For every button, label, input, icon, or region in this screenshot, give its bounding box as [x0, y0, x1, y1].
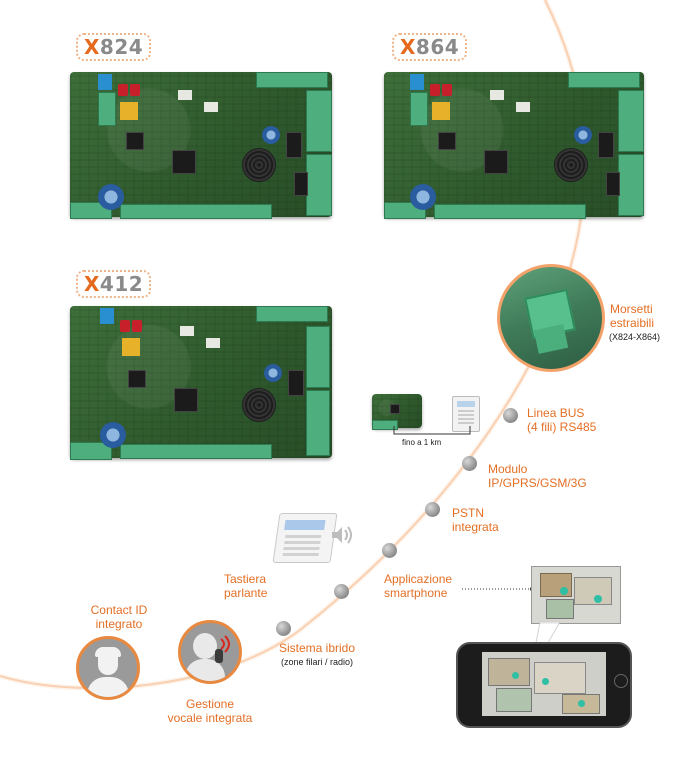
- pcb-board-x864: [384, 72, 644, 219]
- morsetti-label: Morsetti estraibili: [610, 302, 655, 330]
- app-point: [382, 543, 397, 558]
- bus-label: Linea BUS (4 fili) RS485: [527, 406, 597, 434]
- smartphone-device: [456, 642, 632, 728]
- contact-id-label: Contact ID integrato: [90, 603, 148, 631]
- modulo-point: [462, 456, 477, 471]
- tastiera-label: Tastiera parlante: [224, 572, 268, 600]
- smartphone-screen: [482, 652, 606, 716]
- modulo-label: Modulo IP/GPRS/GSM/3G: [488, 462, 587, 490]
- police-officer-icon: [76, 636, 140, 700]
- pcb-board-x412: [70, 306, 332, 460]
- bus-board-thumbnail: [372, 394, 422, 430]
- vocale-label: Gestione vocale integrata: [167, 697, 253, 725]
- app-floorplan-zoom: [531, 566, 621, 624]
- model-badge-x864: X864: [392, 33, 468, 61]
- model-badge-x824: X824: [76, 33, 152, 61]
- distance-bracket: [393, 426, 471, 435]
- speaker-sound-icon: [332, 526, 352, 544]
- ibrido-note: (zone filari / radio): [281, 657, 354, 667]
- pcb-board-x824: [70, 72, 332, 219]
- pstn-label: PSTN integrata: [452, 506, 499, 534]
- model-badge-x412: X412: [76, 270, 152, 298]
- ibrido-point-2: [276, 621, 291, 636]
- terminal-block-photo-icon: [497, 264, 605, 372]
- ibrido-point-1: [334, 584, 349, 599]
- ibrido-label: Sistema ibrido: [279, 641, 356, 655]
- talking-keypad-icon: [272, 513, 338, 563]
- distance-label: fino a 1 km: [402, 438, 442, 447]
- voice-operator-icon: [178, 620, 242, 684]
- bus-point: [503, 408, 518, 423]
- morsetti-note: (X824-X864): [609, 332, 661, 342]
- keypad-thumbnail-icon: [452, 396, 480, 432]
- app-dotted-connector: [462, 587, 534, 591]
- pstn-point: [425, 502, 440, 517]
- app-label: Applicazione smartphone: [384, 572, 453, 600]
